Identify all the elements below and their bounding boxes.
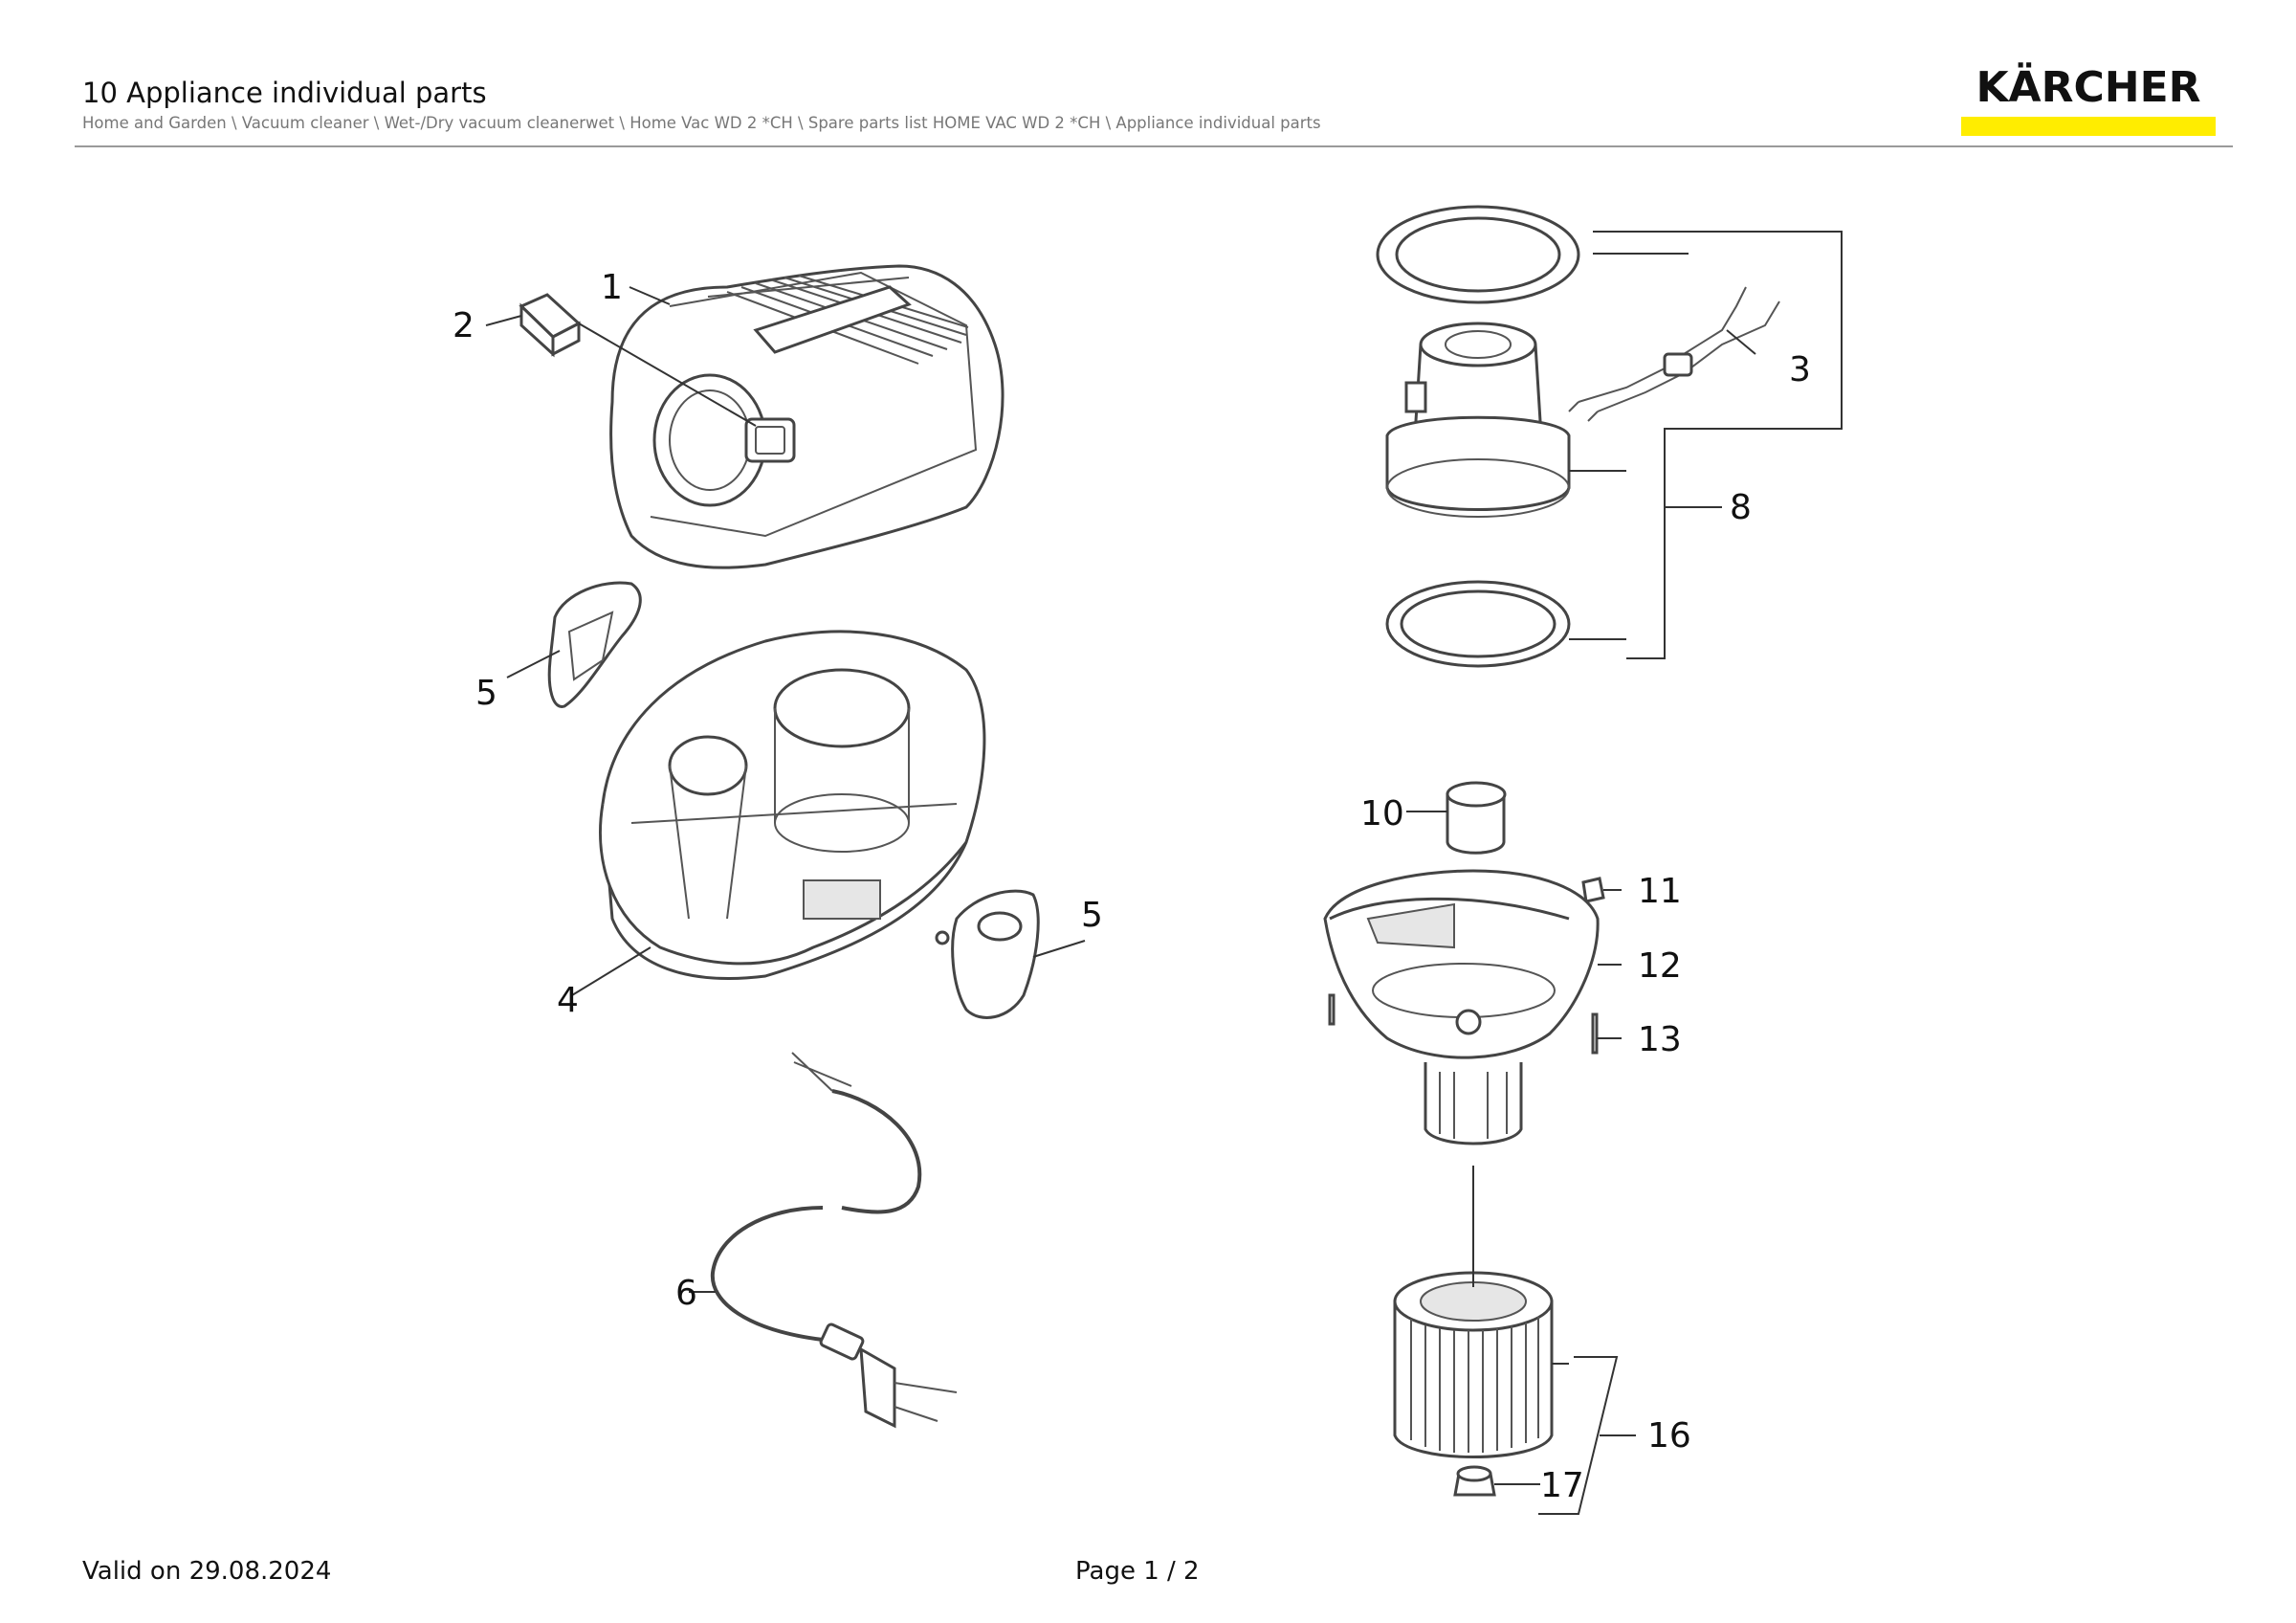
part-2-switch — [519, 293, 582, 358]
callout-6: 6 — [675, 1274, 697, 1313]
part-17-nut — [1453, 1465, 1496, 1497]
part-1-top-housing — [609, 264, 1004, 569]
part-5-flap-left — [547, 581, 642, 708]
page-title: 10 Appliance individual parts — [82, 77, 487, 109]
header-divider — [75, 145, 2233, 147]
leader-lines — [485, 231, 1843, 1515]
part-12-motor-holder — [1323, 869, 1600, 1145]
logo-yellow-bar — [1961, 117, 2216, 136]
callout-10: 10 — [1360, 794, 1404, 834]
part-11-clip — [1581, 877, 1605, 903]
callout-3: 3 — [1789, 350, 1811, 389]
callout-12: 12 — [1638, 946, 1682, 986]
callout-17: 17 — [1540, 1466, 1584, 1505]
part-8-motor — [1385, 322, 1571, 518]
part-10-sleeve — [1446, 781, 1507, 855]
part-3-wiring-harness — [1568, 286, 1780, 422]
callout-1: 1 — [601, 268, 623, 307]
callout-13: 13 — [1638, 1020, 1682, 1059]
karcher-logo: KÄRCHER — [1961, 65, 2216, 136]
callout-5-left: 5 — [475, 674, 497, 713]
callout-4: 4 — [557, 981, 579, 1020]
part-4-chassis — [599, 630, 986, 980]
part-8-fan-ring — [1385, 580, 1571, 668]
part-13-screws — [1328, 993, 1599, 1055]
part-16-pleats — [1410, 1317, 1539, 1453]
part-8-seal-ring-top — [1376, 205, 1580, 304]
callout-16: 16 — [1647, 1416, 1691, 1456]
page-number: Page 1 / 2 — [1075, 1557, 1200, 1586]
callout-8: 8 — [1730, 488, 1752, 527]
part-16-filter — [1393, 1271, 1554, 1458]
logo-text: KÄRCHER — [1976, 63, 2201, 112]
callout-11: 11 — [1638, 872, 1682, 911]
callout-5-right: 5 — [1081, 896, 1103, 935]
part-6-power-cord — [710, 1052, 958, 1429]
valid-date: Valid on 29.08.2024 — [82, 1557, 332, 1586]
part-5-cover-right — [935, 889, 1040, 1019]
callout-2: 2 — [453, 306, 475, 345]
callout-labels: 1 2 3 4 5 5 6 8 10 11 12 13 16 17 — [453, 268, 1811, 1505]
breadcrumb: Home and Garden \ Vacuum cleaner \ Wet-/… — [82, 114, 1321, 132]
